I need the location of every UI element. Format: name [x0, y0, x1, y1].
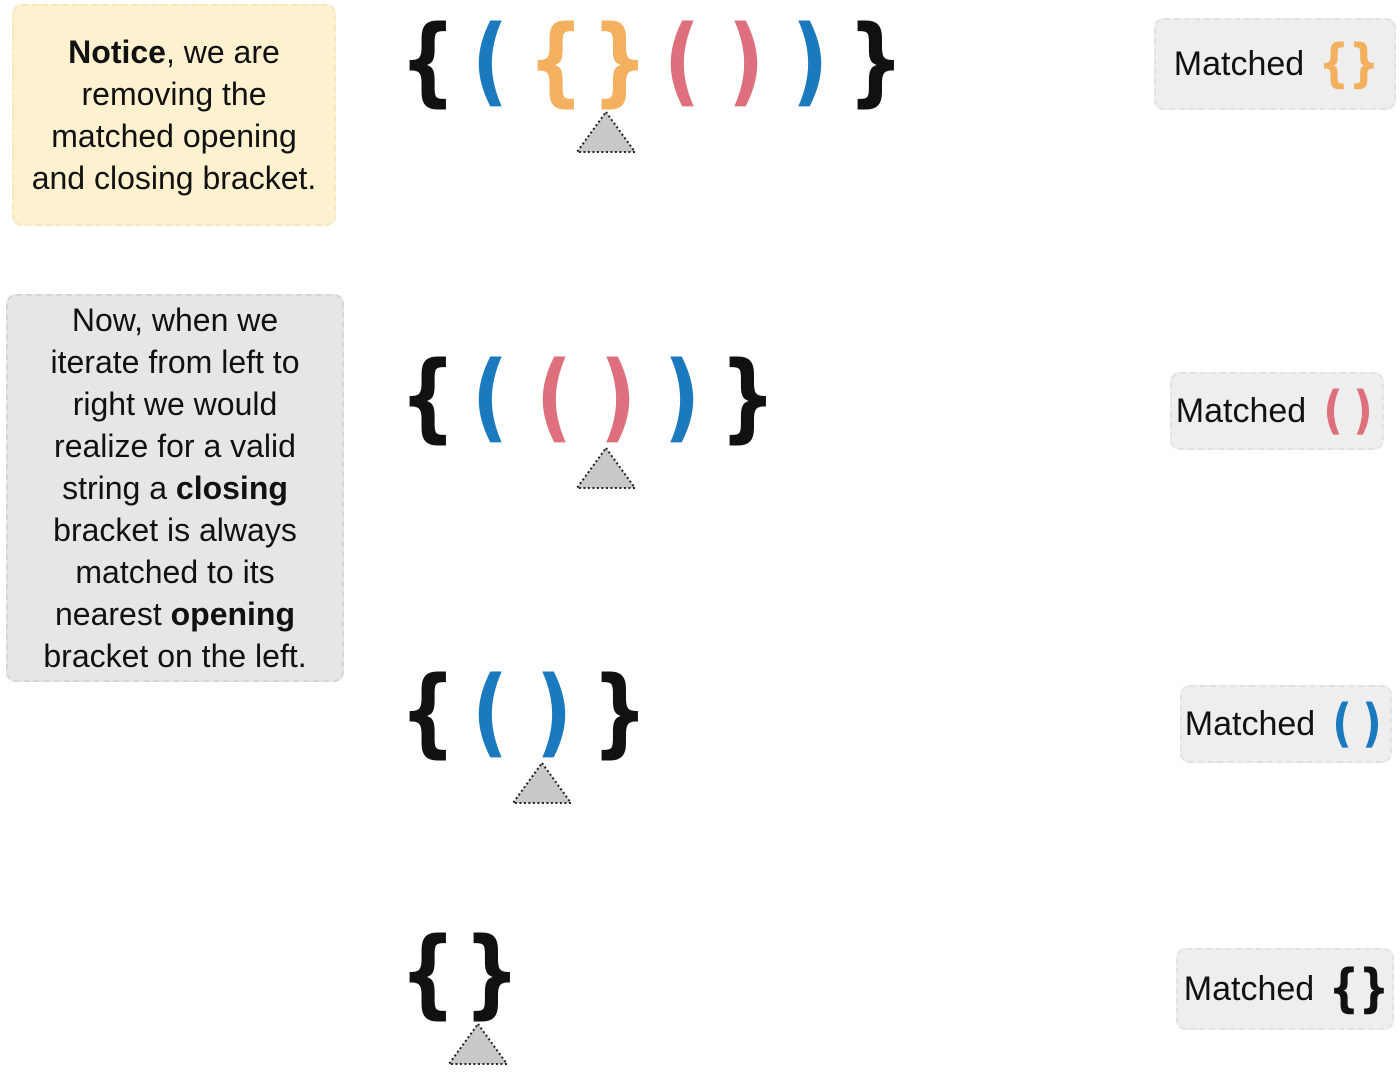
explanation-line5: string a — [62, 470, 176, 506]
bracket-row-1: {({}())} — [394, 6, 906, 116]
bracket-glyph: ) — [728, 5, 764, 117]
bracket-glyph: { — [399, 5, 456, 117]
bracket-glyph: ) — [536, 656, 572, 768]
explanation-text: Now, when we iterate from left to right … — [43, 299, 306, 677]
matched-close-bracket: ) — [1353, 381, 1373, 441]
bracket-glyph: ( — [664, 5, 700, 117]
bracket-glyph: { — [399, 341, 456, 453]
matched-badge-3: Matched ( ) — [1180, 685, 1392, 763]
explanation-line7: matched to its — [75, 554, 275, 590]
closing-bold: closing — [175, 470, 288, 506]
bracket-glyph: ( — [472, 656, 508, 768]
matched-open-bracket: ( — [1323, 381, 1343, 441]
matched-label: Matched — [1173, 44, 1305, 83]
pointer-arrow-icon — [447, 1022, 509, 1065]
explanation-line4: realize for a valid — [54, 428, 296, 464]
bracket-glyph: } — [847, 5, 904, 117]
notice-line2: removing the — [81, 76, 267, 112]
explanation-note: Now, when we iterate from left to right … — [6, 294, 344, 682]
matched-close-bracket: } — [1348, 34, 1380, 94]
notice-line3: matched opening — [51, 118, 297, 154]
matched-label: Matched — [1183, 969, 1315, 1008]
matched-open-bracket: { — [1328, 959, 1360, 1019]
matched-badge-2: Matched ( ) — [1170, 372, 1384, 450]
matched-badge-4: Matched { } — [1176, 948, 1394, 1030]
notice-line4: and closing bracket. — [31, 160, 317, 196]
matched-open-bracket: ( — [1332, 694, 1352, 754]
explanation-line1: Now, when we — [71, 302, 279, 338]
pointer-triangle-icon — [575, 110, 637, 153]
matched-label: Matched — [1175, 391, 1307, 430]
matched-close-bracket: ) — [1362, 694, 1382, 754]
pointer-arrow-icon — [511, 761, 573, 804]
bracket-glyph: } — [591, 656, 648, 768]
notice-text: Notice, we are removing the matched open… — [32, 31, 317, 199]
matched-badge-1: Matched { } — [1154, 18, 1396, 110]
bracket-glyph: ( — [536, 341, 572, 453]
matched-label: Matched — [1184, 704, 1316, 743]
pointer-triangle-icon — [447, 1022, 509, 1065]
pointer-arrow-icon — [575, 446, 637, 489]
bracket-glyph: } — [463, 917, 520, 1029]
explanation-line9: bracket on the left. — [43, 638, 307, 674]
bracket-glyph: } — [591, 5, 648, 117]
bracket-glyph: { — [527, 5, 584, 117]
explanation-line3: right we would — [72, 386, 278, 422]
matched-close-bracket: } — [1358, 959, 1390, 1019]
notice-note: Notice, we are removing the matched open… — [12, 4, 336, 226]
bracket-glyph: ) — [600, 341, 636, 453]
explanation-line6: bracket is always — [53, 512, 297, 548]
notice-bold: Notice — [68, 34, 166, 70]
bracket-glyph: } — [719, 341, 776, 453]
notice-line1: , we are — [165, 34, 280, 70]
bracket-glyph: ( — [472, 5, 508, 117]
explanation-line2: iterate from left to — [50, 344, 300, 380]
bracket-glyph: ) — [664, 341, 700, 453]
opening-bold: opening — [170, 596, 296, 632]
matched-open-bracket: { — [1318, 34, 1350, 94]
bracket-glyph: ( — [472, 341, 508, 453]
bracket-row-2: {(())} — [394, 342, 778, 452]
bracket-glyph: { — [399, 656, 456, 768]
explanation-line8: nearest — [54, 596, 171, 632]
pointer-triangle-icon — [511, 761, 573, 804]
bracket-row-3: {()} — [394, 657, 650, 767]
pointer-arrow-icon — [575, 110, 637, 153]
bracket-row-4: {} — [394, 918, 522, 1028]
bracket-glyph: { — [399, 917, 456, 1029]
bracket-glyph: ) — [792, 5, 828, 117]
pointer-triangle-icon — [575, 446, 637, 489]
